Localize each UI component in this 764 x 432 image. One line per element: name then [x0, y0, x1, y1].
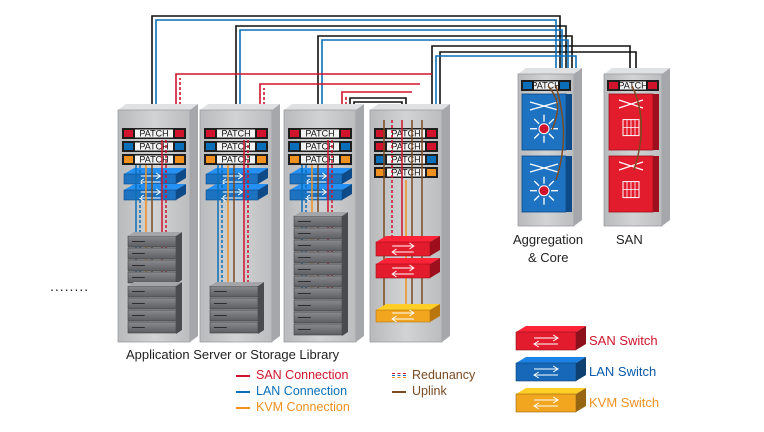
server-rack-3: PATCH PATCH PATCH [283, 104, 364, 343]
legend-san-connection: SAN Connection [236, 368, 348, 382]
aggregation-label-line2: & Core [528, 250, 569, 265]
legend-uplink: Uplink [392, 384, 447, 398]
legend-lan-connection: LAN Connection [236, 384, 347, 398]
legend-san-connection-label: SAN Connection [256, 368, 349, 382]
rack-caption: Application Server or Storage Library [126, 347, 340, 362]
legend-redundancy-label: Redunancy [412, 368, 476, 382]
lan-switch [205, 184, 268, 202]
patch-label: PATCH [139, 129, 168, 139]
patch-panel-san: PATCH [374, 141, 438, 152]
patch-panel-lan: PATCH [122, 141, 186, 152]
patch-panel-san: PATCH [374, 128, 438, 139]
server-stack [127, 232, 182, 284]
patch-label: PATCH [618, 81, 647, 91]
aggregation-label-line1: Aggregation [513, 232, 584, 247]
patch-panel-kvm: PATCH [204, 154, 268, 165]
legend-kvm-connection-label: KVM Connection [256, 400, 350, 414]
patch-label: PATCH [391, 155, 420, 165]
core-switch [521, 93, 572, 151]
patch-label: PATCH [221, 155, 250, 165]
patch-panel-lan: PATCH [204, 141, 268, 152]
patch-label: PATCH [305, 155, 334, 165]
legend-redundancy: Redunancy [392, 368, 475, 382]
patch-label: PATCH [391, 142, 420, 152]
lan-switch [205, 168, 268, 186]
patch-label: PATCH [305, 142, 334, 152]
legend-kvm-connection: KVM Connection [236, 400, 350, 414]
server-rack-1: PATCH PATCH PATCH [117, 104, 198, 343]
legend-lan-connection-label: LAN Connection [256, 384, 348, 398]
patch-panel-kvm: PATCH [288, 154, 352, 165]
core-cabling [547, 85, 565, 181]
lan-switch [123, 184, 186, 202]
san-label: SAN [616, 232, 643, 247]
patch-panel-lan: PATCH [521, 80, 571, 91]
san-cabling [631, 85, 642, 171]
patch-panel-kvm: PATCH [122, 154, 186, 165]
server-stack [209, 282, 264, 334]
rack-cabling [217, 140, 249, 290]
server-stack [293, 212, 348, 336]
patch-panel-san: PATCH [204, 128, 268, 139]
patch-label: PATCH [139, 142, 168, 152]
patch-panel-san: PATCH [122, 128, 186, 139]
legend-lan-switch-icon [515, 357, 586, 382]
patch-panel-san: PATCH [607, 80, 659, 91]
lan-switch [289, 168, 352, 186]
server-rack-2: PATCH PATCH PATCH [199, 104, 280, 343]
san-switch [375, 236, 440, 257]
patch-label: PATCH [391, 168, 420, 178]
rack-ellipsis: ........ [50, 278, 90, 294]
legend-kvm-switch-icon [515, 388, 586, 413]
legend-redundancy-swatch [392, 373, 406, 379]
san-core-switch [608, 93, 659, 151]
san-cabinet: PATCH [603, 68, 670, 227]
server-stack [127, 282, 182, 334]
legend-uplink-swatch [392, 390, 406, 393]
legend-kvm-swatch [236, 406, 250, 409]
patch-panel-lan: PATCH [288, 141, 352, 152]
legend-san-swatch [236, 374, 250, 377]
core-switch [521, 155, 572, 213]
patch-label: PATCH [531, 81, 560, 91]
san-core-switch [608, 155, 659, 213]
patch-label: PATCH [139, 155, 168, 165]
legend-lan-swatch [236, 390, 250, 393]
lan-switch [123, 168, 186, 186]
patch-panel-lan: PATCH [374, 154, 438, 165]
legend-san-switch-icon [515, 326, 586, 351]
lan-switch [289, 184, 352, 202]
patch-panel-kvm: PATCH [374, 167, 438, 178]
patch-panel-san: PATCH [288, 128, 352, 139]
patch-label: PATCH [391, 129, 420, 139]
legend-kvm-switch-label: KVM Switch [589, 395, 660, 410]
patch-label: PATCH [221, 129, 250, 139]
switch-rack: PATCH PATCH PATCH PATCH [369, 104, 450, 343]
aggregation-core-cabinet: PATCH [517, 68, 582, 227]
legend-san-switch-label: SAN Switch [589, 333, 658, 348]
patch-label: PATCH [305, 129, 334, 139]
san-switch [375, 258, 440, 279]
legend-uplink-label: Uplink [412, 384, 447, 398]
kvm-switch [375, 304, 440, 323]
patch-label: PATCH [221, 142, 250, 152]
legend-lan-switch-label: LAN Switch [589, 364, 657, 379]
